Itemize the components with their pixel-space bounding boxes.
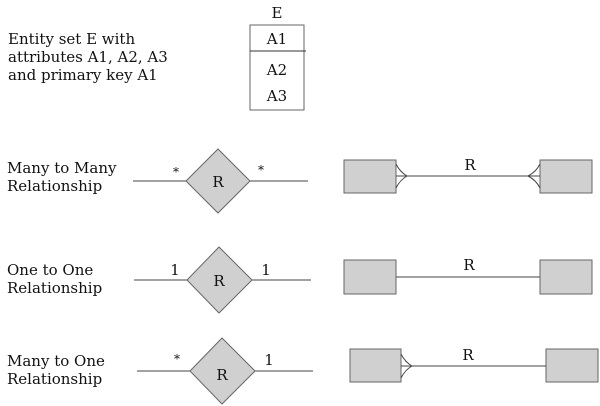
one-to-one-crowfoot-notation: R (343, 256, 593, 295)
right-entity-box (539, 259, 593, 295)
right-cardinality: * (258, 163, 264, 177)
attribute-a3: A3 (266, 87, 287, 105)
left-entity-box (349, 348, 402, 383)
left-crowfoot-icon (395, 163, 408, 189)
left-crowfoot-icon (400, 353, 413, 379)
one-to-one-diamond-notation: R 1 1 (134, 246, 311, 314)
relationship-name: R (213, 272, 225, 290)
left-cardinality: * (174, 352, 180, 366)
left-entity-box (343, 259, 397, 295)
many-to-many-crowfoot-notation: R (343, 156, 593, 194)
left-cardinality: 1 (170, 261, 180, 279)
line-label: R (463, 256, 475, 274)
line-label: R (462, 346, 474, 364)
line-label: R (464, 156, 476, 174)
right-crowfoot-icon (527, 163, 541, 189)
relationship-diamond (186, 246, 253, 314)
right-cardinality: 1 (261, 261, 271, 279)
right-entity-box (539, 159, 593, 194)
right-cardinality: 1 (264, 351, 274, 369)
relationship-name: R (212, 173, 224, 191)
relationship-name: R (216, 366, 228, 384)
entity-set-e: E A1 A2 A3 (249, 4, 306, 111)
entity-description: Entity set E with attributes A1, A2, A3 … (8, 30, 168, 84)
many-to-many-diamond-notation: R * * (133, 148, 308, 214)
attribute-a2: A2 (266, 61, 287, 79)
one-to-one-label: One to One Relationship (7, 261, 103, 297)
right-entity-box (545, 348, 599, 383)
many-to-one-label: Many to One Relationship (7, 352, 105, 388)
left-entity-box (343, 159, 397, 194)
left-cardinality: * (173, 165, 179, 179)
many-to-one-diamond-notation: R * 1 (137, 337, 313, 405)
primary-key-attribute: A1 (266, 30, 287, 48)
entity-box (249, 24, 305, 111)
entity-name: E (272, 4, 283, 22)
relationship-diamond (189, 337, 256, 405)
many-to-one-crowfoot-notation: R (349, 346, 599, 383)
many-to-many-label: Many to Many Relationship (7, 159, 117, 195)
relationship-diamond (185, 148, 251, 214)
